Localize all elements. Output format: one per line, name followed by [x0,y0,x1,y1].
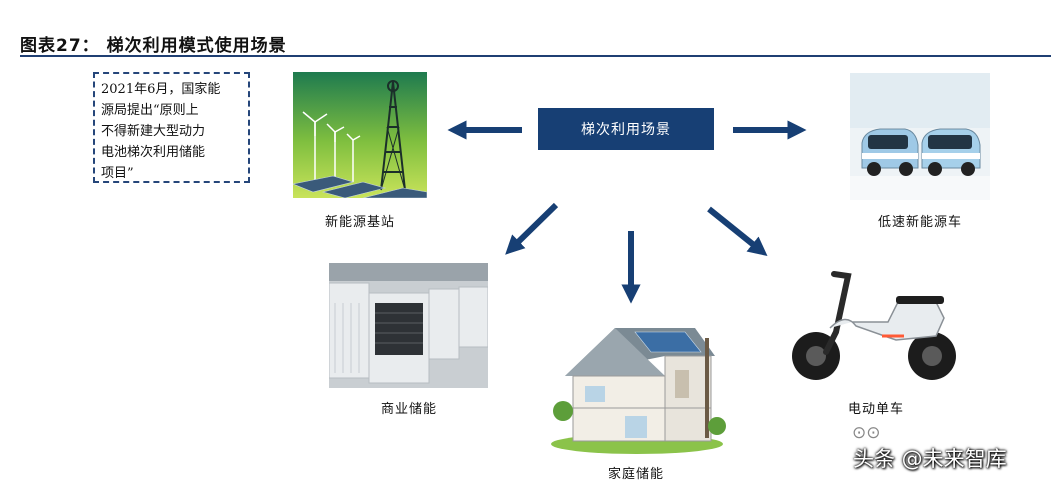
caption-low-speed-ev: 低速新能源车 [877,215,962,230]
note-line: 源局提出“原则上 [101,103,199,118]
arrow-down-right-icon [707,206,768,257]
base-station-image [293,72,427,198]
low-speed-ev-image [850,73,990,200]
note-line: 电池梯次利用储能 [101,145,206,160]
policy-note-box: 2021年6月，国家能 源局提出“原则上 不得新建大型动力 电池梯次利用储能 项… [93,72,250,183]
e-bike-image [786,262,962,386]
caption-base-station: 新能源基站 [324,215,395,230]
caption-commercial-storage: 商业储能 [380,402,437,417]
commercial-storage-image [329,263,488,388]
home-storage-image [545,316,727,454]
watermark-text: 头条 @未来智库 [853,447,1007,471]
title-divider [20,55,1051,57]
center-node: 梯次利用场景 [538,108,714,150]
note-line: 2021年6月，国家能 [101,82,221,97]
note-line: 不得新建大型动力 [101,124,206,139]
note-line: 项目” [101,166,134,181]
arrow-down-left-icon [505,202,559,255]
caption-e-bike: 电动单车 [847,402,904,417]
caption-home-storage: 家庭储能 [607,467,664,482]
figure-title: 图表27： 梯次利用模式使用场景 [20,36,287,56]
wechat-logo-icon: ⊙⊙ [852,423,881,443]
